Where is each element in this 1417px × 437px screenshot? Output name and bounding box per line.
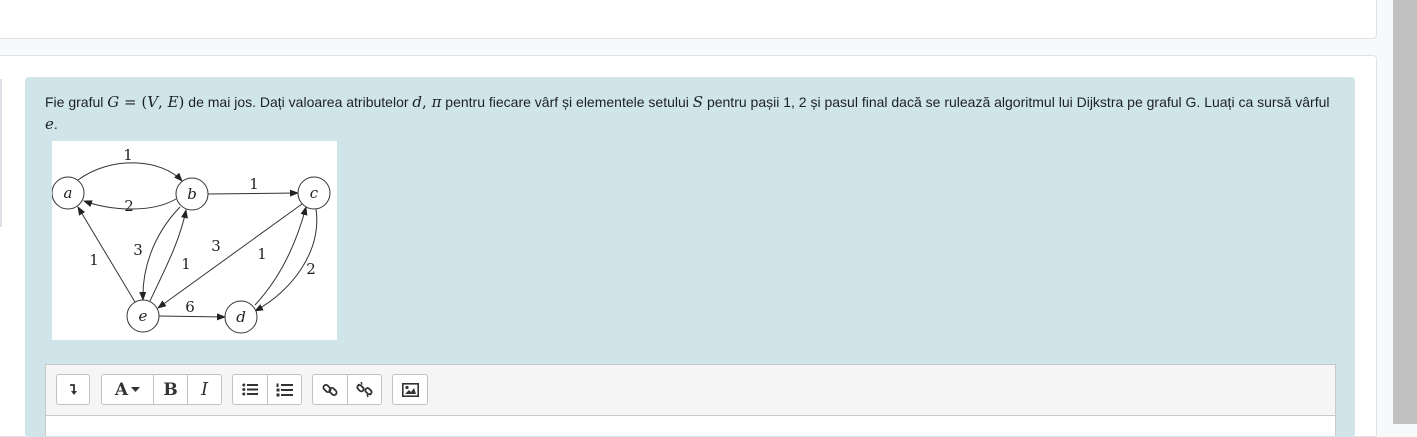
graph-edge-b-a bbox=[83, 198, 177, 210]
math-symbol: , bbox=[422, 93, 432, 111]
graph-edge-weight: 1 bbox=[257, 245, 267, 263]
graph-node-c bbox=[297, 176, 331, 210]
math-symbol: S bbox=[692, 93, 704, 111]
graph-edge-e-b bbox=[149, 209, 188, 302]
image-icon bbox=[401, 382, 419, 397]
graph-edge-weight: 2 bbox=[306, 260, 316, 278]
math-symbol: V bbox=[147, 93, 159, 111]
question-info-edge bbox=[0, 79, 2, 227]
math-symbol: = bbox=[119, 93, 142, 111]
link-icon bbox=[322, 382, 338, 398]
question-text-segment: . bbox=[53, 116, 58, 132]
graph-edge-d-c bbox=[254, 206, 308, 306]
graph-edge-weight: 6 bbox=[185, 298, 195, 316]
graph-node-label: d bbox=[236, 308, 246, 326]
math-symbol: G bbox=[107, 93, 120, 111]
numbered-list-icon bbox=[276, 383, 293, 397]
graph-edge-b-c bbox=[207, 189, 299, 197]
chevron-down-icon bbox=[131, 387, 141, 392]
ordered-list-button[interactable] bbox=[267, 375, 301, 404]
question-text-segment: pentru fiecare vârf și elementele setulu… bbox=[441, 94, 693, 110]
graph-edge-weight: 1 bbox=[123, 146, 133, 164]
unlink-icon bbox=[356, 381, 373, 398]
toggle-arrow-icon bbox=[68, 383, 78, 396]
graph-diagram: 1 2 1 1 3 1 3 1 2 6 a b c d e bbox=[51, 146, 331, 334]
graph-edge-weight: 1 bbox=[89, 251, 99, 269]
toolbar-group-lists bbox=[232, 374, 302, 405]
math-symbol: E bbox=[167, 93, 179, 111]
unordered-list-button[interactable] bbox=[233, 375, 267, 404]
scrollbar-track[interactable] bbox=[1378, 0, 1393, 424]
answer-editor-content[interactable] bbox=[46, 415, 1335, 436]
bold-button[interactable]: B bbox=[153, 375, 187, 404]
graph-image: 1 2 1 1 3 1 3 1 2 6 a b c d e bbox=[51, 141, 337, 340]
graph-node-label: c bbox=[310, 184, 319, 202]
graph-node-label: b bbox=[187, 185, 197, 203]
graph-edge-a-b bbox=[77, 162, 183, 182]
bullet-list-icon bbox=[242, 383, 258, 396]
font-style-button[interactable]: A bbox=[102, 375, 153, 404]
scrollbar-thumb[interactable] bbox=[1393, 0, 1417, 424]
toolbar-group-collapse bbox=[56, 374, 90, 405]
link-button[interactable] bbox=[313, 375, 347, 404]
graph-node-d bbox=[224, 300, 258, 334]
question-text-segment: pentru pașii 1, 2 și pasul final dacă se… bbox=[703, 94, 1330, 110]
graph-edge-b-e bbox=[139, 206, 181, 301]
italic-button[interactable]: I bbox=[187, 375, 221, 404]
graph-node-label: e bbox=[139, 307, 148, 325]
graph-edge-c-d bbox=[254, 208, 318, 312]
math-symbol: ( bbox=[141, 93, 148, 111]
previous-card bbox=[0, 0, 1377, 39]
toolbar-group-media bbox=[392, 374, 428, 405]
graph-edge-e-a bbox=[77, 206, 136, 303]
math-symbol: , bbox=[158, 93, 168, 111]
font-a-icon: A bbox=[114, 379, 129, 400]
graph-node-a bbox=[51, 176, 85, 210]
graph-edge-weight: 2 bbox=[124, 197, 134, 215]
graph-edge-weight: 3 bbox=[211, 237, 221, 255]
graph-node-b bbox=[175, 177, 209, 211]
math-symbol: π bbox=[431, 93, 442, 111]
graph-edge-weight: 1 bbox=[181, 255, 191, 273]
italic-icon: I bbox=[200, 379, 209, 400]
question-text: Fie graful G = (V, E) de mai jos. Dați v… bbox=[45, 91, 1345, 135]
question-text-segment: de mai jos. Dați valoarea atributelor bbox=[184, 94, 413, 110]
graph-edge-weight: 1 bbox=[249, 175, 259, 193]
answer-editor: A B I bbox=[45, 364, 1336, 436]
graph-edge-e-d bbox=[158, 313, 226, 321]
unlink-button[interactable] bbox=[347, 375, 381, 404]
math-symbol: d bbox=[412, 93, 423, 111]
graph-node-e bbox=[126, 299, 160, 333]
math-symbol: e bbox=[45, 115, 54, 133]
bold-icon: B bbox=[163, 379, 178, 400]
toolbar-group-text: A B I bbox=[101, 374, 222, 405]
question-text-segment: Fie graful bbox=[45, 94, 108, 110]
toolbar-group-links bbox=[312, 374, 382, 405]
image-button[interactable] bbox=[393, 375, 427, 404]
graph-edge-c-e bbox=[157, 203, 303, 309]
graph-edge-weight: 3 bbox=[133, 241, 143, 259]
graph-node-label: a bbox=[64, 184, 73, 202]
math-symbol: ) bbox=[178, 93, 185, 111]
toggle-toolbar-button[interactable] bbox=[57, 375, 89, 404]
